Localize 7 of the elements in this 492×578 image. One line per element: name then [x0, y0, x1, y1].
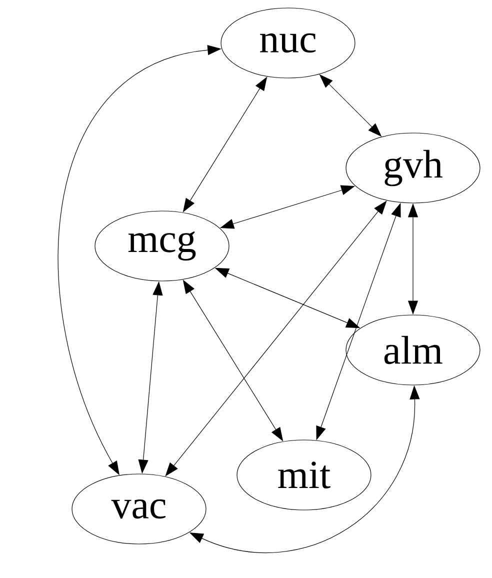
ellipse-node: nuc: [220, 8, 356, 78]
ellipse-node: vac: [72, 474, 206, 544]
ellipse-node: gvh: [346, 132, 480, 204]
arrow: [165, 200, 387, 476]
ellipse-node: mcg: [94, 210, 230, 282]
ellipse-node: alm: [346, 314, 480, 386]
ellipse-node: mit: [236, 440, 372, 510]
